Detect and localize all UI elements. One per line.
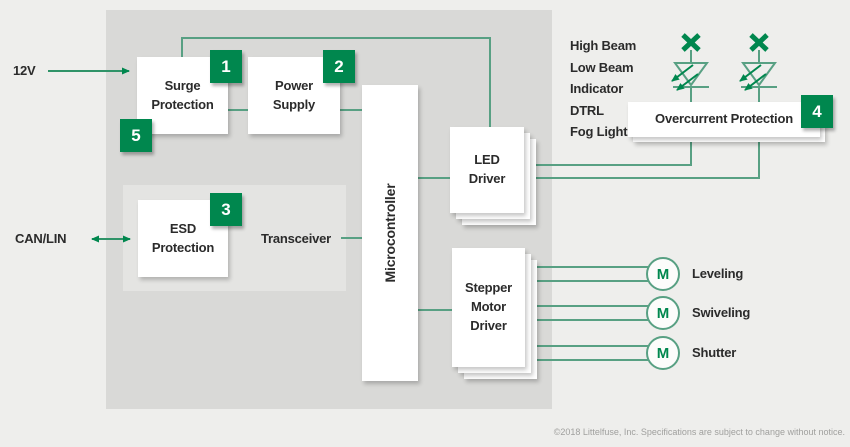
wire-led-output-2 bbox=[524, 137, 760, 179]
transceiver-label: Transceiver bbox=[260, 231, 332, 246]
copyright-notice: ©2018 Littelfuse, Inc. Specifications ar… bbox=[553, 427, 845, 437]
stepper-motor-driver-label: Stepper Motor Driver bbox=[464, 280, 512, 333]
badge-3: 3 bbox=[210, 193, 242, 226]
overcurrent-protection-label: Overcurrent Protection bbox=[655, 111, 793, 127]
motor-label-leveling: Leveling bbox=[692, 266, 744, 281]
badge-1: 1 bbox=[210, 50, 242, 83]
microcontroller-block bbox=[362, 85, 418, 381]
wires-stepper-to-motors bbox=[526, 266, 648, 361]
stack-sheet-front: Stepper Motor Driver bbox=[452, 248, 525, 367]
lamp-function: DTRL bbox=[570, 102, 604, 118]
led-symbol-2 bbox=[739, 33, 777, 102]
lamp-function-list: High Beam Low Beam Indicator DTRL Fog Li… bbox=[570, 35, 636, 143]
lamp-x-icon bbox=[749, 33, 769, 52]
lamp-function: Low Beam bbox=[570, 59, 634, 75]
lamp-function: High Beam bbox=[570, 38, 637, 53]
led-emission-arrow bbox=[739, 64, 762, 82]
stack-sheet-front: LED Driver bbox=[450, 127, 524, 213]
lamp-function: Indicator bbox=[570, 81, 624, 96]
badge-5: 5 bbox=[120, 119, 152, 152]
esd-protection-label: ESD Protection bbox=[151, 220, 215, 255]
surge-protection-label: Surge Protection bbox=[151, 77, 214, 112]
motor-icon-shutter: M bbox=[646, 336, 680, 370]
lamp-x-icon bbox=[681, 33, 701, 52]
led-symbol-1 bbox=[671, 33, 709, 102]
led-driver-label: LED Driver bbox=[468, 152, 506, 186]
wire-power-rail bbox=[181, 37, 491, 128]
led-diode-icon bbox=[673, 62, 709, 87]
badge-2: 2 bbox=[323, 50, 355, 83]
motor-icon-swiveling: M bbox=[646, 296, 680, 330]
led-emission-arrow bbox=[671, 64, 694, 82]
stepper-motor-driver-block: Stepper Motor Driver bbox=[452, 248, 537, 379]
overcurrent-protection-block: Overcurrent Protection bbox=[628, 102, 825, 142]
supply-input-label: 12V bbox=[13, 63, 36, 78]
motor-icon-leveling: M bbox=[646, 257, 680, 291]
led-emission-arrow bbox=[676, 73, 699, 91]
led-emission-arrow bbox=[744, 73, 767, 91]
lamp-function: Fog Light bbox=[570, 124, 628, 139]
badge-4: 4 bbox=[801, 95, 833, 128]
motor-label-shutter: Shutter bbox=[692, 345, 737, 360]
led-driver-block: LED Driver bbox=[450, 127, 536, 225]
motor-label-swiveling: Swiveling bbox=[692, 305, 751, 320]
stack-sheet-front: Overcurrent Protection bbox=[628, 102, 820, 137]
power-supply-label: Power Supply bbox=[272, 77, 316, 112]
microcontroller-label: Microcontroller bbox=[382, 183, 398, 283]
led-diode-icon bbox=[741, 62, 777, 87]
bus-input-label: CAN/LIN bbox=[15, 231, 67, 246]
wire-led-output-1 bbox=[524, 137, 692, 166]
